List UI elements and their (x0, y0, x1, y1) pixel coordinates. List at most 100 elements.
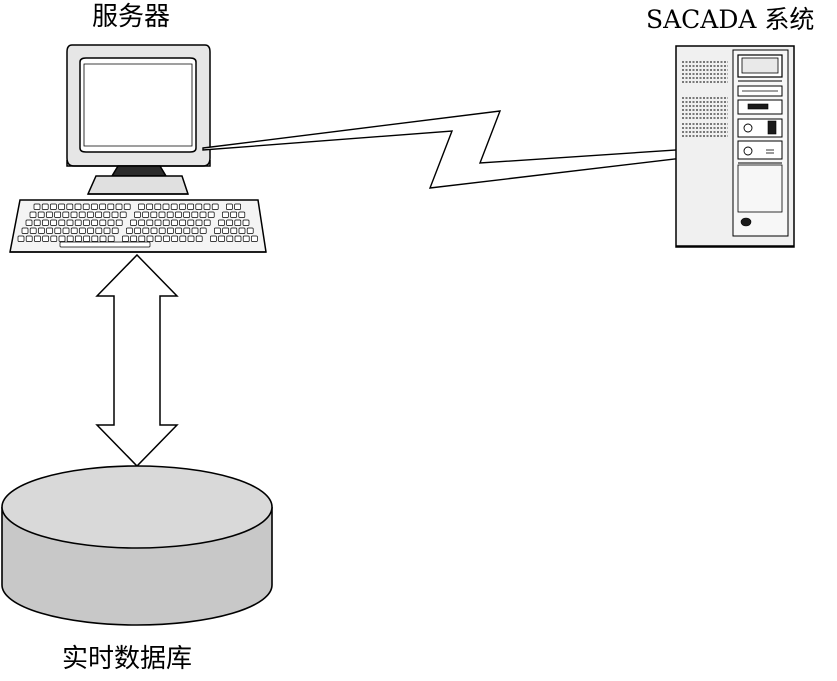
keyboard-key (142, 227, 150, 234)
keyboard-key (111, 227, 119, 234)
keyboard-key (58, 203, 65, 210)
keyboard-key (166, 211, 174, 218)
keyboard-key (170, 203, 178, 210)
keyboard-key (38, 227, 45, 234)
keyboard-key (195, 219, 203, 226)
keyboard-key (41, 203, 49, 210)
keyboard-key (199, 227, 207, 234)
keyboard-key (46, 211, 53, 218)
keyboard-key (25, 235, 33, 242)
keyboard-key (226, 219, 233, 226)
keyboard-key (29, 211, 37, 218)
keyboard-key (119, 211, 127, 218)
keyboard-key (34, 235, 41, 242)
keyboard-key (99, 203, 106, 210)
keyboard-key (210, 235, 217, 242)
keyboard-key (29, 227, 37, 234)
database-cylinder-icon (1, 465, 273, 626)
keyboard-key (211, 203, 219, 210)
keyboard-key (195, 235, 203, 242)
keyboard-key (87, 227, 94, 234)
keyboard-key (150, 227, 158, 234)
keyboard-key (214, 227, 221, 234)
keyboard-key (179, 219, 186, 226)
keyboard-key (142, 211, 149, 218)
keyboard-key (70, 211, 78, 218)
double-arrow-icon (95, 253, 179, 468)
keyboard-key (134, 227, 141, 234)
keyboard-key (138, 203, 145, 210)
keyboard-key (21, 227, 29, 234)
keyboard-key (238, 211, 246, 218)
keyboard-key (107, 203, 115, 210)
keyboard-key (115, 203, 123, 210)
keyboard-key (183, 211, 190, 218)
keyboard-key (226, 235, 234, 242)
keyboard-key (78, 211, 86, 218)
keyboard-key (50, 235, 58, 242)
keyboard-key (183, 227, 191, 234)
keyboard-key (74, 219, 82, 226)
server-label: 服务器 (92, 2, 171, 32)
keyboard-key (50, 219, 57, 226)
keyboard-key (246, 227, 254, 234)
keyboard-key (91, 219, 98, 226)
keyboard-key (134, 211, 141, 218)
keyboard-key (167, 227, 174, 234)
keyboard-key (146, 235, 154, 242)
keyboard-key (187, 219, 195, 226)
keyboard-icon (9, 199, 267, 253)
monitor-icon (66, 44, 211, 195)
keyboard-key (103, 227, 111, 234)
keyboard-key (163, 235, 170, 242)
keyboard-key (234, 203, 241, 210)
keyboard-key (83, 219, 90, 226)
keyboard-key (42, 219, 49, 226)
lightning-link-icon (202, 110, 737, 189)
keyboard-key (203, 203, 211, 210)
sacada-system-label: SACADA 系统 (646, 5, 815, 34)
keyboard-key (103, 211, 111, 218)
keyboard-key (230, 227, 238, 234)
keyboard-key (83, 235, 90, 242)
keyboard-key (33, 219, 41, 226)
keyboard-key (95, 211, 102, 218)
keyboard-key (146, 219, 154, 226)
keyboard-key (162, 219, 170, 226)
keyboard-key (66, 219, 74, 226)
keyboard-key (203, 219, 211, 226)
keyboard-key (175, 211, 182, 218)
keyboard-key (82, 203, 90, 210)
keyboard-key (122, 235, 129, 242)
keyboard-key (126, 227, 133, 234)
keyboard-key (58, 219, 66, 226)
keyboard-key (154, 235, 162, 242)
realtime-database-label: 实时数据库 (62, 644, 193, 674)
keyboard-key (146, 203, 153, 210)
keyboard-key (251, 235, 258, 242)
keyboard-key (107, 235, 115, 242)
keyboard-key (79, 227, 86, 234)
keyboard-key (187, 235, 195, 242)
keyboard-key (191, 211, 199, 218)
keyboard-key (222, 227, 229, 234)
keyboard-key (222, 211, 229, 218)
keyboard-key (130, 219, 137, 226)
keyboard-key (58, 235, 66, 242)
server-tower-icon (675, 45, 795, 248)
keyboard-key (46, 227, 53, 234)
keyboard-key (234, 235, 242, 242)
keyboard-key (50, 203, 57, 210)
keyboard-key (91, 203, 98, 210)
keyboard-key (62, 227, 70, 234)
keyboard-key (179, 235, 187, 242)
keyboard-spacebar (59, 241, 151, 248)
keyboard-key (70, 227, 78, 234)
keyboard-key (99, 219, 107, 226)
keyboard-key (207, 211, 215, 218)
keyboard-key (91, 235, 99, 242)
keyboard-key (115, 219, 123, 226)
keyboard-key (111, 211, 119, 218)
keyboard-key (42, 235, 49, 242)
